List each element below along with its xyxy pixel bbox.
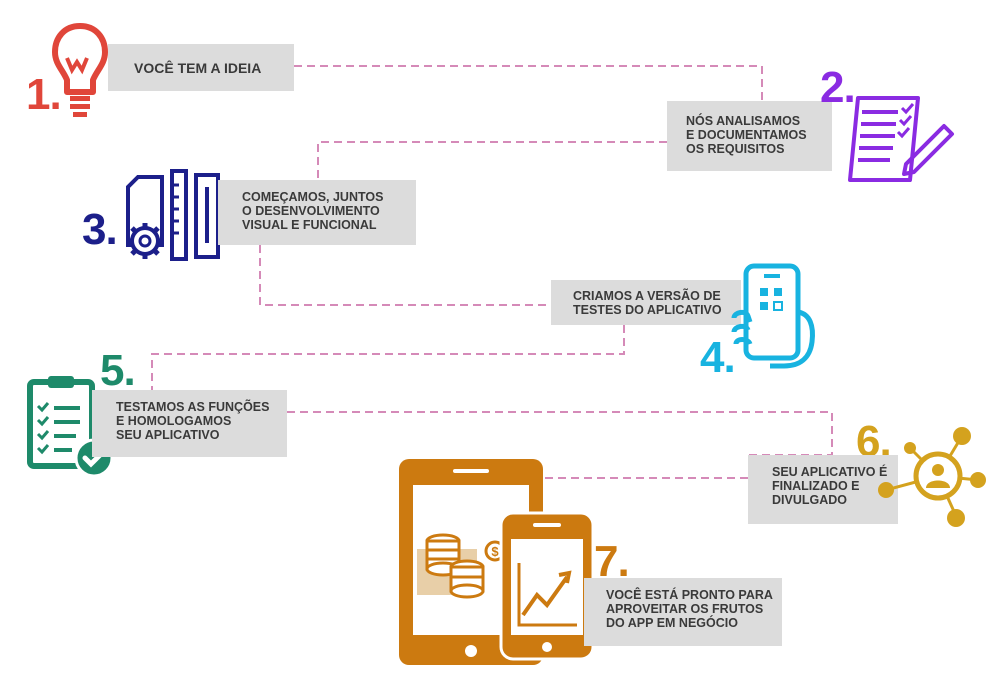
step-3-number: 3.: [82, 205, 118, 254]
tablet-phone-coins-icon: $: [399, 459, 595, 665]
connector-2-3: [317, 141, 667, 180]
step-5-number: 5.: [100, 346, 136, 395]
step-6-text-line: DIVULGADO: [772, 493, 847, 507]
step-1-text-line: VOCÊ TEM A IDEIA: [134, 60, 262, 76]
step-3-text-line: COMEÇAMOS, JUNTOS: [242, 190, 384, 204]
phone-in-hand-icon: [731, 263, 815, 369]
step-4-text-line: TESTES DO APLICATIVO: [573, 303, 722, 317]
step-1-box: VOCÊ TEM A IDEIA: [108, 44, 294, 91]
connector-4-5: [151, 325, 625, 390]
step-6-box: SEU APLICATIVO É FINALIZADO E DIVULGADO: [748, 455, 898, 524]
step-6-text-line: SEU APLICATIVO É: [772, 465, 888, 479]
lightbulb-icon: [52, 23, 108, 117]
step-4-number: 4.: [700, 333, 736, 382]
step-7-number: 7.: [594, 537, 630, 586]
step-7-text-line: DO APP EM NEGÓCIO: [606, 616, 738, 630]
step-7-text-line: VOCÊ ESTÁ PRONTO PARA: [606, 588, 773, 602]
step-5-text-line: TESTAMOS AS FUNÇÕES: [116, 400, 270, 414]
step-3-box: COMEÇAMOS, JUNTOS O DESENVOLVIMENTO VISU…: [218, 180, 416, 245]
step-2-text-line: E DOCUMENTAMOS: [686, 128, 807, 142]
step-6-text-line: FINALIZADO E: [772, 479, 860, 493]
svg-text:$: $: [491, 544, 499, 559]
checklist-pen-icon: [848, 96, 954, 182]
connector-3-4: [259, 245, 551, 306]
step-3-text-line: VISUAL E FUNCIONAL: [242, 218, 377, 232]
step-5-box: TESTAMOS AS FUNÇÕES E HOMOLOGAMOS SEU AP…: [92, 390, 287, 457]
step-7-text-line: APROVEITAR OS FRUTOS: [606, 602, 764, 616]
network-person-icon: [878, 427, 986, 527]
step-2-text-line: NÓS ANALISAMOS: [686, 114, 801, 128]
step-4-text-line: CRIAMOS A VERSÃO DE: [573, 289, 721, 303]
step-3-text-line: O DESENVOLVIMENTO: [242, 204, 380, 218]
step-7-box: VOCÊ ESTÁ PRONTO PARA APROVEITAR OS FRUT…: [584, 578, 782, 646]
step-2-number: 2.: [820, 63, 856, 112]
step-4-box: CRIAMOS A VERSÃO DE TESTES DO APLICATIVO: [551, 280, 741, 325]
step-2-text-line: OS REQUISITOS: [686, 142, 785, 156]
step-1-number: 1.: [26, 70, 62, 119]
design-gear-ruler-icon: [126, 169, 220, 261]
connector-5-6: [287, 411, 833, 456]
step-5-text-line: SEU APLICATIVO: [116, 428, 220, 442]
step-2-box: NÓS ANALISAMOS E DOCUMENTAMOS OS REQUISI…: [667, 101, 832, 171]
step-5-text-line: E HOMOLOGAMOS: [116, 414, 232, 428]
